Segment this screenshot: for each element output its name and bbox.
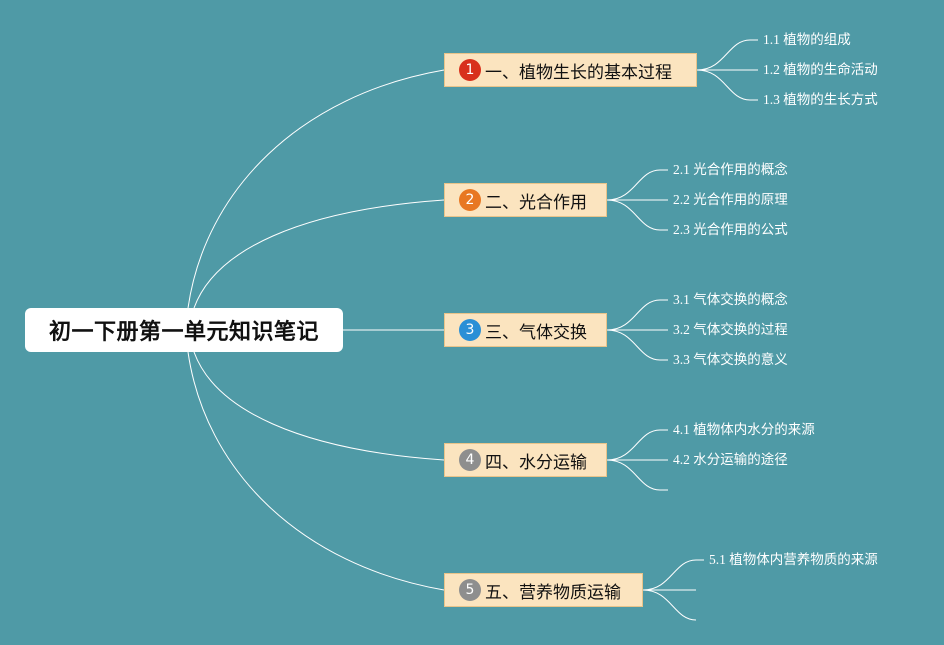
leaf-1-1[interactable]: 1.1 植物的组成 — [763, 32, 851, 47]
branch-4-label: 四、水分运输 — [485, 452, 587, 473]
connector-b2-leaf-3 — [606, 199, 668, 231]
connector-b4-leaf-3 — [606, 459, 668, 491]
connector-b3-leaf-3 — [606, 329, 668, 361]
branch-1-label: 一、植物生长的基本过程 — [485, 62, 672, 83]
branch-5[interactable]: 5 五、营养物质运输 — [444, 573, 643, 607]
leaf-4-1[interactable]: 4.1 植物体内水分的来源 — [673, 422, 815, 437]
connector-b4-leaf-1 — [606, 429, 668, 461]
branch-3-number-badge: 3 — [459, 319, 481, 341]
branch-1-number-badge: 1 — [459, 59, 481, 81]
branch-4[interactable]: 4 四、水分运输 — [444, 443, 607, 477]
leaf-1-2[interactable]: 1.2 植物的生命活动 — [763, 62, 878, 77]
branch-2-label: 二、光合作用 — [485, 192, 587, 213]
leaf-2-2[interactable]: 2.2 光合作用的原理 — [673, 192, 788, 207]
leaf-5-1[interactable]: 5.1 植物体内营养物质的来源 — [709, 552, 878, 567]
leaf-2-3[interactable]: 2.3 光合作用的公式 — [673, 222, 788, 237]
connector-b3-leaf-1 — [606, 299, 668, 331]
branch-3-label: 三、气体交换 — [485, 322, 587, 343]
connector-central-branch-4 — [193, 351, 445, 461]
leaf-3-2[interactable]: 3.2 气体交换的过程 — [673, 322, 788, 337]
leaf-3-3[interactable]: 3.3 气体交换的意义 — [673, 352, 788, 367]
central-topic[interactable]: 初一下册第一单元知识笔记 — [25, 308, 343, 352]
connector-b1-leaf-3 — [696, 69, 758, 101]
leaf-2-1[interactable]: 2.1 光合作用的概念 — [673, 162, 788, 177]
connector-b1-leaf-1 — [696, 39, 758, 71]
connector-b2-leaf-1 — [606, 169, 668, 201]
connector-central-branch-1 — [187, 69, 445, 309]
connector-b5-leaf-1 — [642, 559, 704, 591]
connector-b5-leaf-3 — [642, 589, 697, 621]
leaf-4-2[interactable]: 4.2 水分运输的途径 — [673, 452, 788, 467]
branch-5-label: 五、营养物质运输 — [485, 582, 621, 603]
leaf-3-1[interactable]: 3.1 气体交换的概念 — [673, 292, 788, 307]
leaf-1-3[interactable]: 1.3 植物的生长方式 — [763, 92, 878, 107]
branch-2[interactable]: 2 二、光合作用 — [444, 183, 607, 217]
connector-central-branch-2 — [193, 199, 445, 309]
branch-5-number-badge: 5 — [459, 579, 481, 601]
branch-1[interactable]: 1 一、植物生长的基本过程 — [444, 53, 697, 87]
branch-3[interactable]: 3 三、气体交换 — [444, 313, 607, 347]
branch-2-number-badge: 2 — [459, 189, 481, 211]
central-topic-label: 初一下册第一单元知识笔记 — [48, 320, 319, 345]
branch-4-number-badge: 4 — [459, 449, 481, 471]
connector-central-branch-5 — [187, 351, 445, 591]
